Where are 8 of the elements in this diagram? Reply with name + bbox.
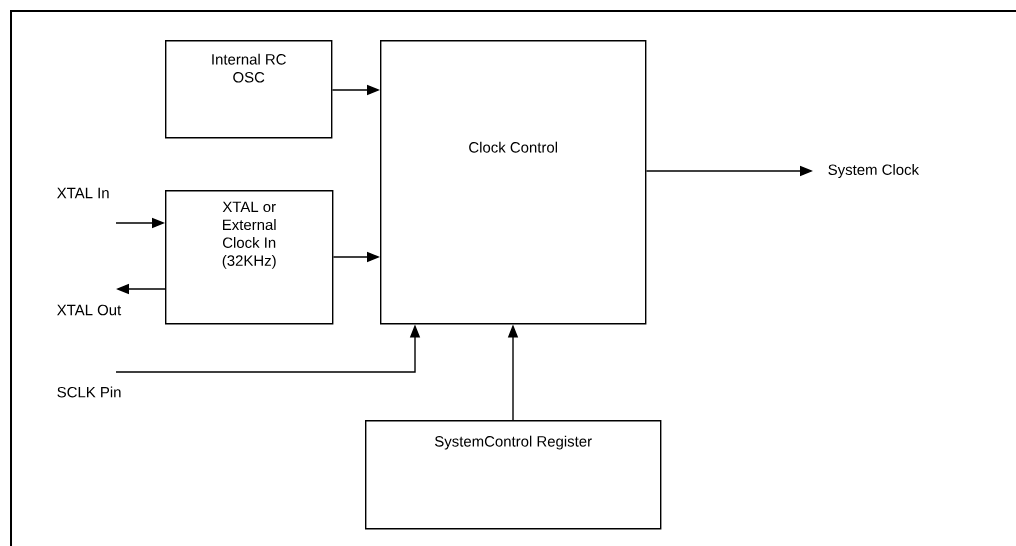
signal-label: XTAL In [57, 187, 109, 199]
signal-label: SCLK Pin [57, 386, 121, 398]
signal-label: System Clock [828, 164, 920, 178]
block-box: SystemControl Register [365, 420, 662, 530]
block-box: Clock Control [380, 40, 647, 325]
block-box: Internal RC OSC [165, 40, 333, 139]
block-box: XTAL or External Clock In (32KHz) [165, 190, 334, 325]
signal-label: XTAL Out [57, 304, 122, 316]
